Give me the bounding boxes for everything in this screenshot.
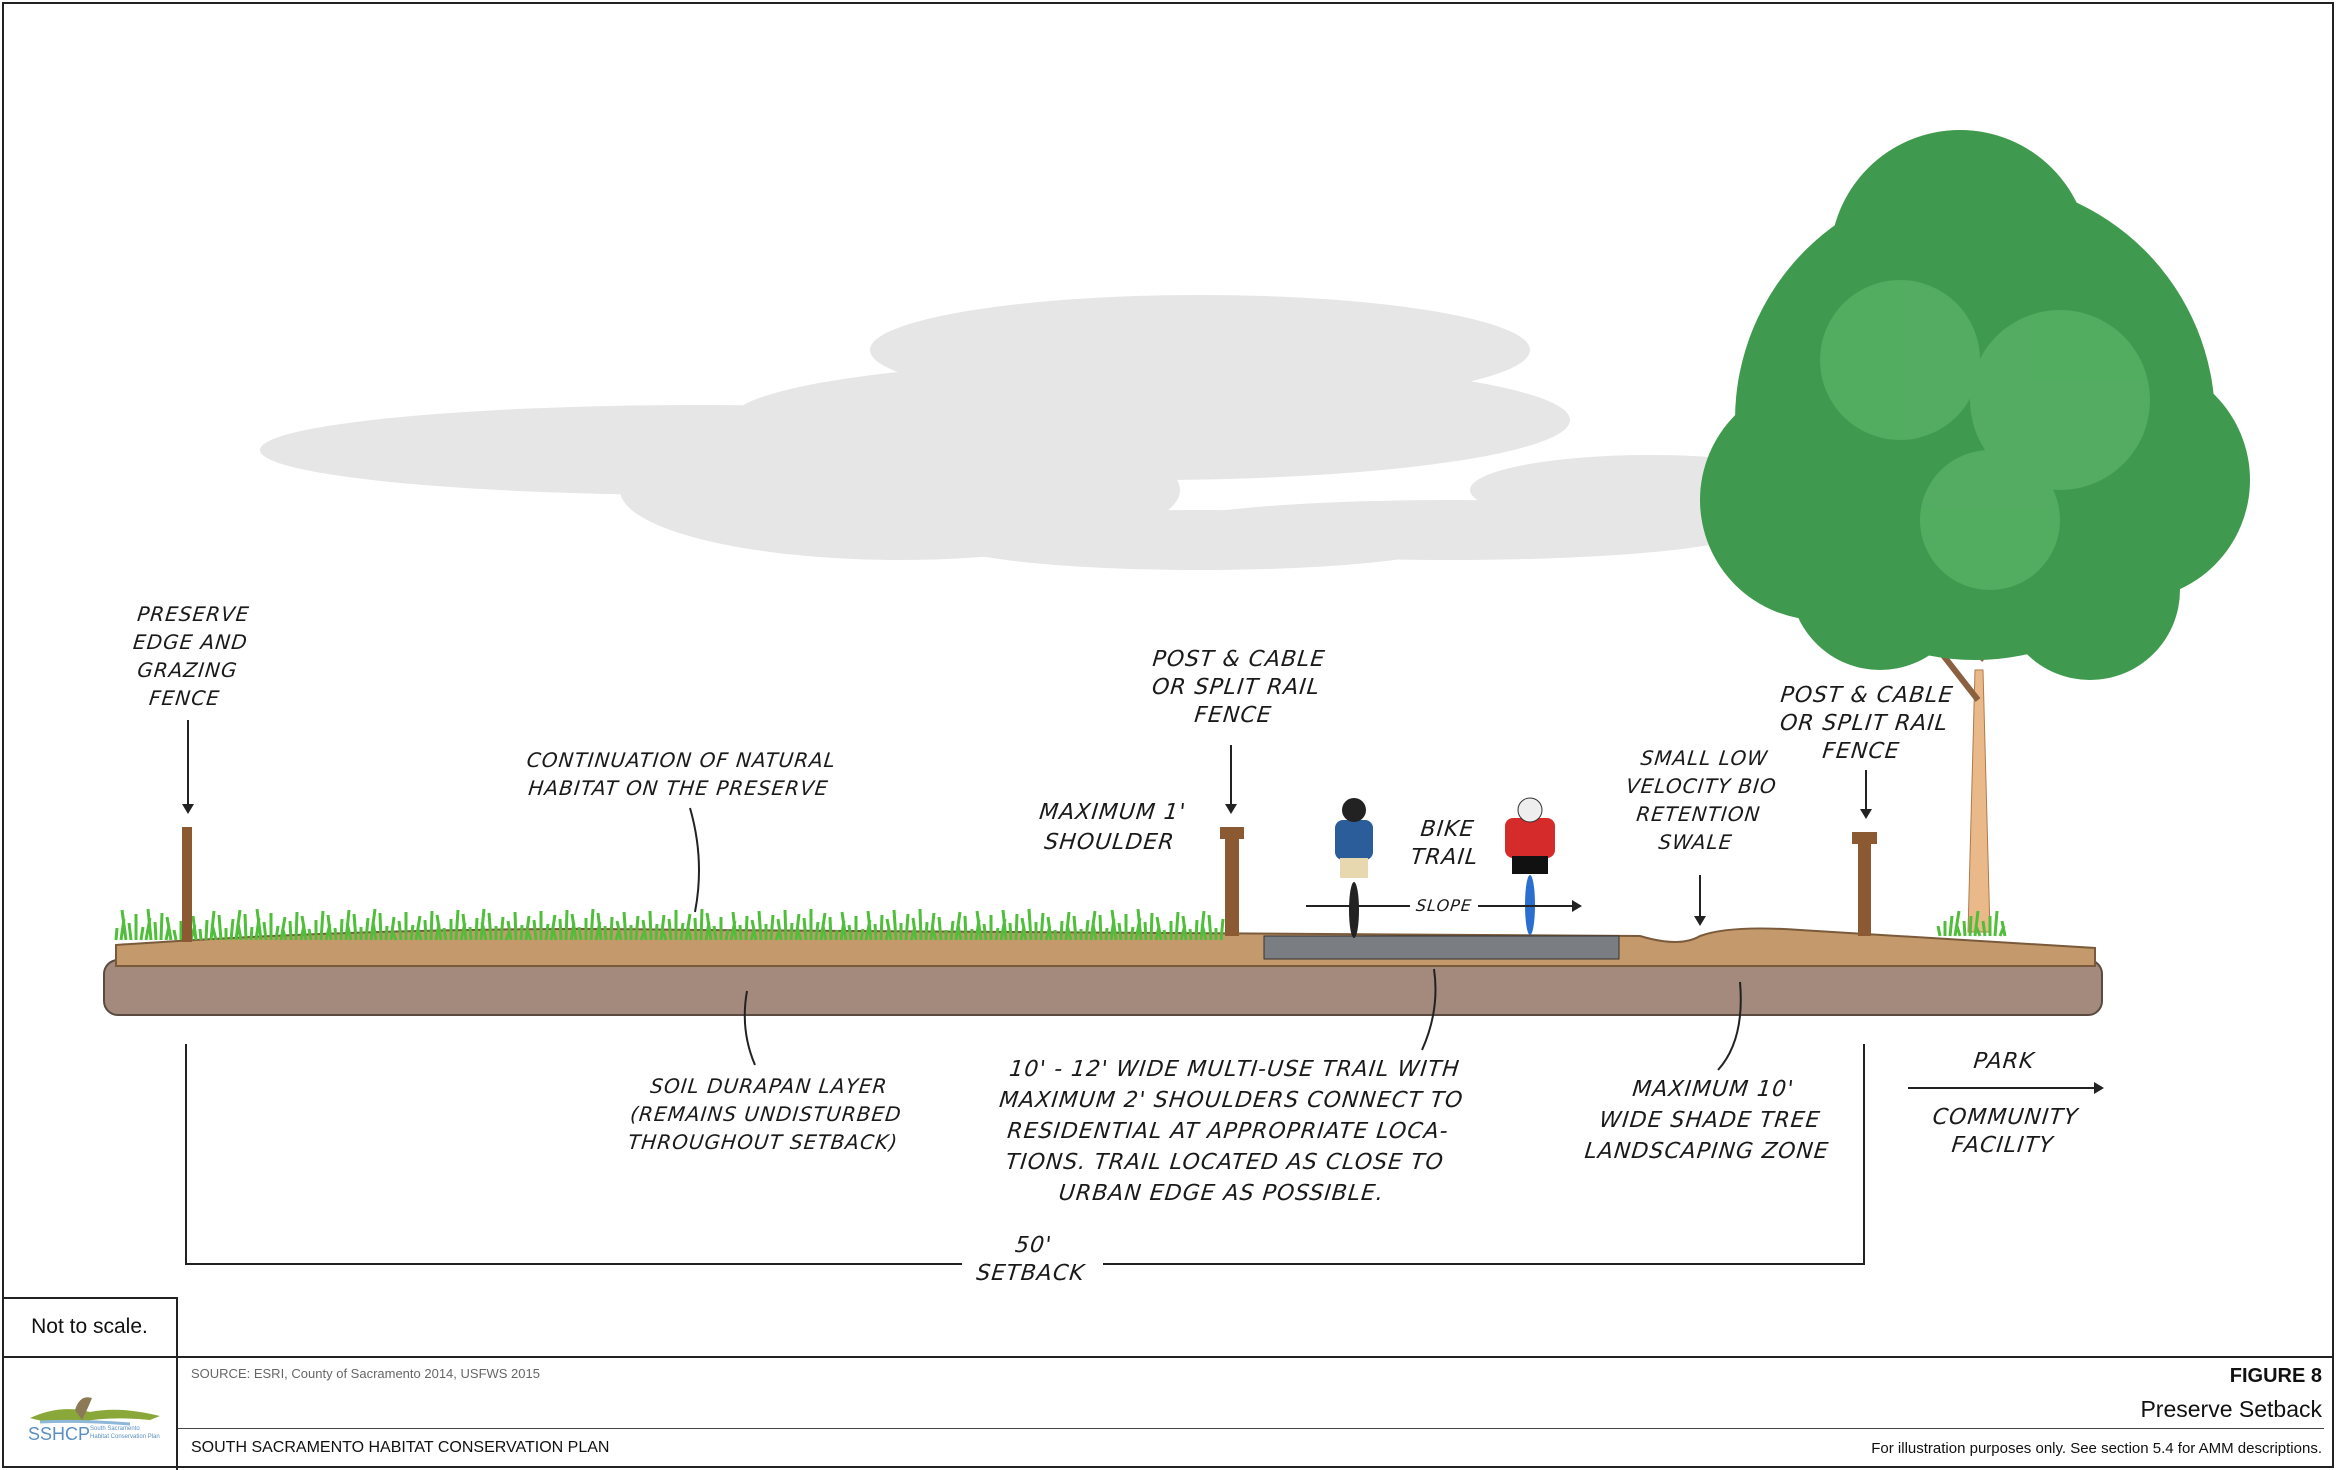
figure-title: Preserve Setback <box>2140 1396 2322 1422</box>
fence-post-right <box>1852 832 1877 936</box>
trail-pavement <box>1263 935 1620 960</box>
logo-line1: South Sacramento <box>90 1426 140 1432</box>
clouds <box>260 295 1830 570</box>
tree <box>1700 130 2250 933</box>
not-to-scale-note: Not to scale. <box>31 1315 148 1338</box>
disclaimer: For illustration purposes only. See sect… <box>1871 1440 2322 1457</box>
label-slope: SLOPE <box>1410 892 1478 920</box>
label-community-facility: COMMUNITY FACILITY <box>1931 1105 2080 1158</box>
annotation-arrows <box>185 720 2102 1265</box>
label-park: PARK <box>1972 1049 2036 1074</box>
label-setback: 50' SETBACK <box>975 1233 1087 1286</box>
label-swale: SMALL LOW VELOCITY BIO RETENTION SWALE <box>1624 746 1779 854</box>
fence-post-left <box>182 827 192 942</box>
logo-line2: Habitat Conservation Plan <box>90 1434 160 1440</box>
figure-number: FIGURE 8 <box>2229 1365 2322 1387</box>
fence-post-middle <box>1220 827 1244 936</box>
grass <box>114 908 2007 941</box>
label-shade-tree-zone: MAXIMUM 10' WIDE SHADE TREE LANDSCAPING … <box>1583 1077 1831 1164</box>
sshcp-logo: SSHCP South Sacramento Habitat Conservat… <box>20 1390 170 1460</box>
label-soil-layer: SOIL DURAPAN LAYER (REMAINS UNDISTURBED … <box>626 1074 903 1154</box>
logo-acronym: SSHCP <box>28 1424 91 1444</box>
ground <box>103 927 2103 1016</box>
label-fence-right: POST & CABLE OR SPLIT RAIL FENCE <box>1778 683 1955 764</box>
arrowheads <box>182 804 2104 1094</box>
logo-landscape-icon <box>30 1397 160 1426</box>
label-fence-middle: POST & CABLE OR SPLIT RAIL FENCE <box>1150 647 1327 728</box>
cyclist-blue <box>1335 798 1373 938</box>
plan-name: SOUTH SACRAMENTO HABITAT CONSERVATION PL… <box>191 1439 610 1456</box>
label-trail-note: 10' - 12' WIDE MULTI-USE TRAIL WITH MAXI… <box>997 1057 1465 1206</box>
label-bike-trail: BIKE TRAIL <box>1409 817 1480 870</box>
cyclist-red <box>1505 797 1555 935</box>
label-shoulder: MAXIMUM 1' SHOULDER <box>1037 800 1188 855</box>
label-preserve-edge-fence: PRESERVE EDGE AND GRAZING FENCE <box>131 602 251 710</box>
label-continuation-habitat: CONTINUATION OF NATURAL HABITAT ON THE P… <box>525 748 838 800</box>
source-note: SOURCE: ESRI, County of Sacramento 2014,… <box>191 1366 540 1381</box>
